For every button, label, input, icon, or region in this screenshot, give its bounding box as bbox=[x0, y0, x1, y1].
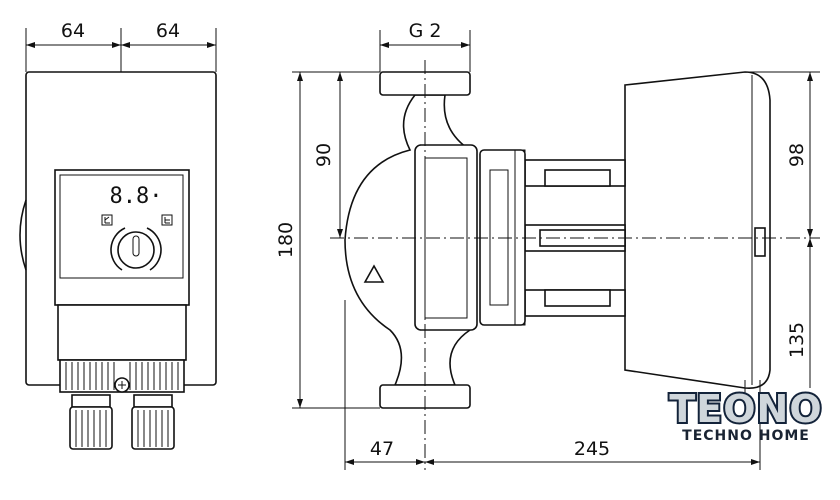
display-readout: 8.8· bbox=[110, 184, 163, 209]
dim-upper-half: 90 bbox=[313, 143, 335, 167]
dim-left-a: 64 bbox=[61, 20, 85, 42]
dim-connection: G 2 bbox=[409, 20, 442, 42]
dim-left-b: 64 bbox=[156, 20, 180, 42]
dim-motor-lower: 135 bbox=[786, 322, 808, 358]
front-view: 64 64 8.8· bbox=[19, 20, 217, 450]
brand-logo: TEONO TECHNO HOME bbox=[660, 387, 832, 446]
dim-total-height: 180 bbox=[275, 222, 297, 258]
dim-motor-length: 245 bbox=[574, 438, 610, 460]
control-knob[interactable] bbox=[117, 231, 155, 269]
dim-inlet-offset: 47 bbox=[370, 438, 394, 460]
logo-tagline: TECHNO HOME bbox=[682, 428, 810, 444]
logo-brand: TEONO bbox=[667, 387, 823, 431]
dim-motor-upper: 98 bbox=[786, 143, 808, 167]
side-view: G 2 180 90 bbox=[275, 20, 820, 470]
